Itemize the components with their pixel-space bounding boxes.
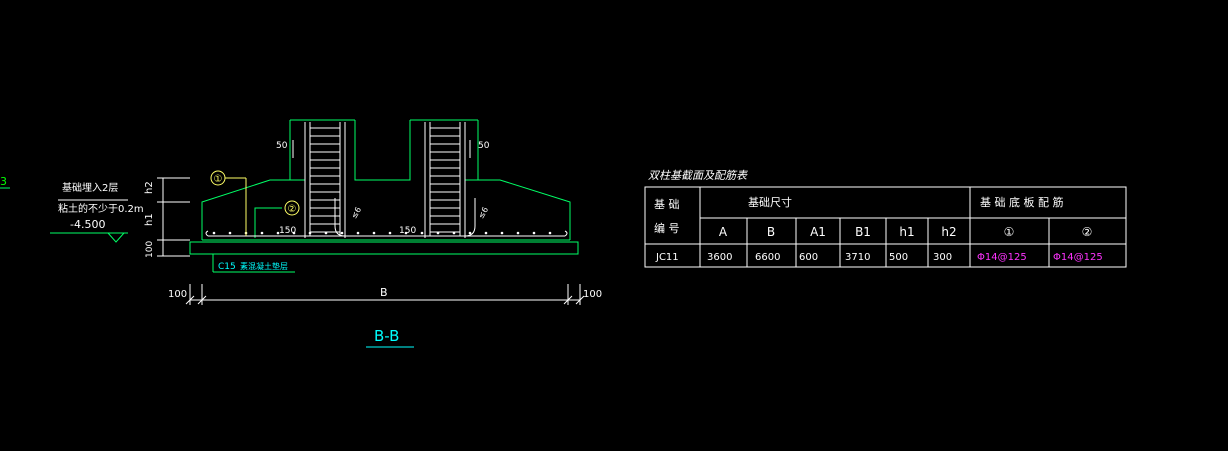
rebar-dot (340, 231, 344, 235)
dim-150-left: 150 (279, 226, 296, 236)
bedding-leader: C15 素混凝土垫层 (212, 254, 295, 273)
dim-h2-text: h2 (144, 181, 155, 194)
horizontal-dimension (185, 284, 585, 305)
note-line-2: 粘土的不少于0.2m (58, 202, 144, 215)
soil-note: 基础埋入2层 粘土的不少于0.2m -4.500 (58, 181, 144, 231)
row-A: 3600 (707, 252, 732, 263)
rebar-dot (260, 231, 264, 235)
dim-150-right: 150 (399, 226, 416, 236)
edge-mark-text: 3 (0, 175, 7, 188)
rebar-dot (436, 231, 440, 235)
row-B: 6600 (755, 252, 780, 263)
row-A1: 600 (799, 252, 818, 263)
header-id-line1: 基 础 (654, 198, 680, 211)
column-rebar-left (304, 122, 346, 238)
rebar-dot (484, 231, 488, 235)
header-id-line2: 编 号 (654, 221, 680, 235)
row-h2: 300 (933, 252, 952, 263)
hook-label-left: ≤6 (349, 205, 363, 220)
column-cover-dims (292, 140, 471, 158)
rebar-dot (228, 231, 232, 235)
schedule-title: 双柱基截面及配筋表 (648, 169, 748, 182)
rebar-dot (452, 231, 456, 235)
footing-outline (189, 119, 579, 255)
hook-label-right: ≤6 (476, 205, 490, 220)
col-A1: A1 (810, 225, 826, 239)
bedding-desc: 素混凝土垫层 (240, 261, 288, 271)
dim-h1-text: h1 (144, 213, 155, 226)
row-rebar-1: Φ14@125 (977, 252, 1027, 263)
note-line-1: 基础埋入2层 (62, 181, 118, 194)
rebar-dot (532, 231, 536, 235)
rebar-dot (372, 231, 376, 235)
rebar-dot (356, 231, 360, 235)
slab-rebar (205, 198, 568, 237)
col-h1: h1 (899, 225, 914, 239)
column-rebar-right (424, 122, 466, 238)
col-B: B (767, 225, 775, 239)
header-size: 基础尺寸 (748, 195, 792, 209)
section-title: B-B (366, 327, 414, 348)
bar-mark-2: ② (284, 200, 300, 216)
dim-50-right: 50 (478, 141, 490, 151)
bar-mark-1-text: ① (214, 174, 223, 185)
elevation-label: -4.500 (70, 218, 105, 231)
rebar-dot (548, 231, 552, 235)
col-A: A (719, 225, 728, 239)
dim-left-text: 100 (168, 289, 187, 300)
rebar-dot (388, 231, 392, 235)
dim-right-text: 100 (583, 289, 602, 300)
row-id: JC11 (655, 252, 679, 263)
header-rebar: 基 础 底 板 配 筋 (980, 195, 1063, 209)
col-rebar-2: ② (1082, 225, 1093, 239)
column-stirrups-right (430, 127, 460, 233)
dim-mid-text: B (380, 286, 388, 299)
col-h2: h2 (941, 225, 956, 239)
row-rebar-2: Φ14@125 (1053, 252, 1103, 263)
rebar-dot (420, 231, 424, 235)
dim-50-left: 50 (276, 141, 288, 151)
bar-mark-1: ① (210, 170, 247, 236)
bedding-label: C15 (218, 262, 236, 272)
row-h1: 500 (889, 252, 908, 263)
row-B1: 3710 (845, 252, 870, 263)
edge-mark: 3 (0, 175, 10, 189)
col-rebar-1: ① (1004, 225, 1015, 239)
slab-dots (212, 231, 552, 235)
bar-mark-2-text: ② (288, 204, 297, 215)
rebar-dot (468, 231, 472, 235)
rebar-dot (212, 231, 216, 235)
rebar-dot (292, 231, 296, 235)
rebar-dot (516, 231, 520, 235)
rebar-dot (276, 231, 280, 235)
rebar-dot (500, 231, 504, 235)
column-stirrups-left (310, 127, 340, 233)
vertical-dimension: h2 h1 100 (144, 177, 190, 258)
rebar-dot (308, 231, 312, 235)
rebar-dot (404, 231, 408, 235)
section-title-text: B-B (374, 327, 399, 345)
rebar-dot (324, 231, 328, 235)
dim-100-vert-text: 100 (145, 241, 155, 258)
schedule-table: 双柱基截面及配筋表 基 础 编 号 基础尺寸 基 础 底 板 配 筋 A B A… (644, 169, 1127, 268)
elevation-marker (50, 232, 128, 243)
col-B1: B1 (855, 225, 871, 239)
